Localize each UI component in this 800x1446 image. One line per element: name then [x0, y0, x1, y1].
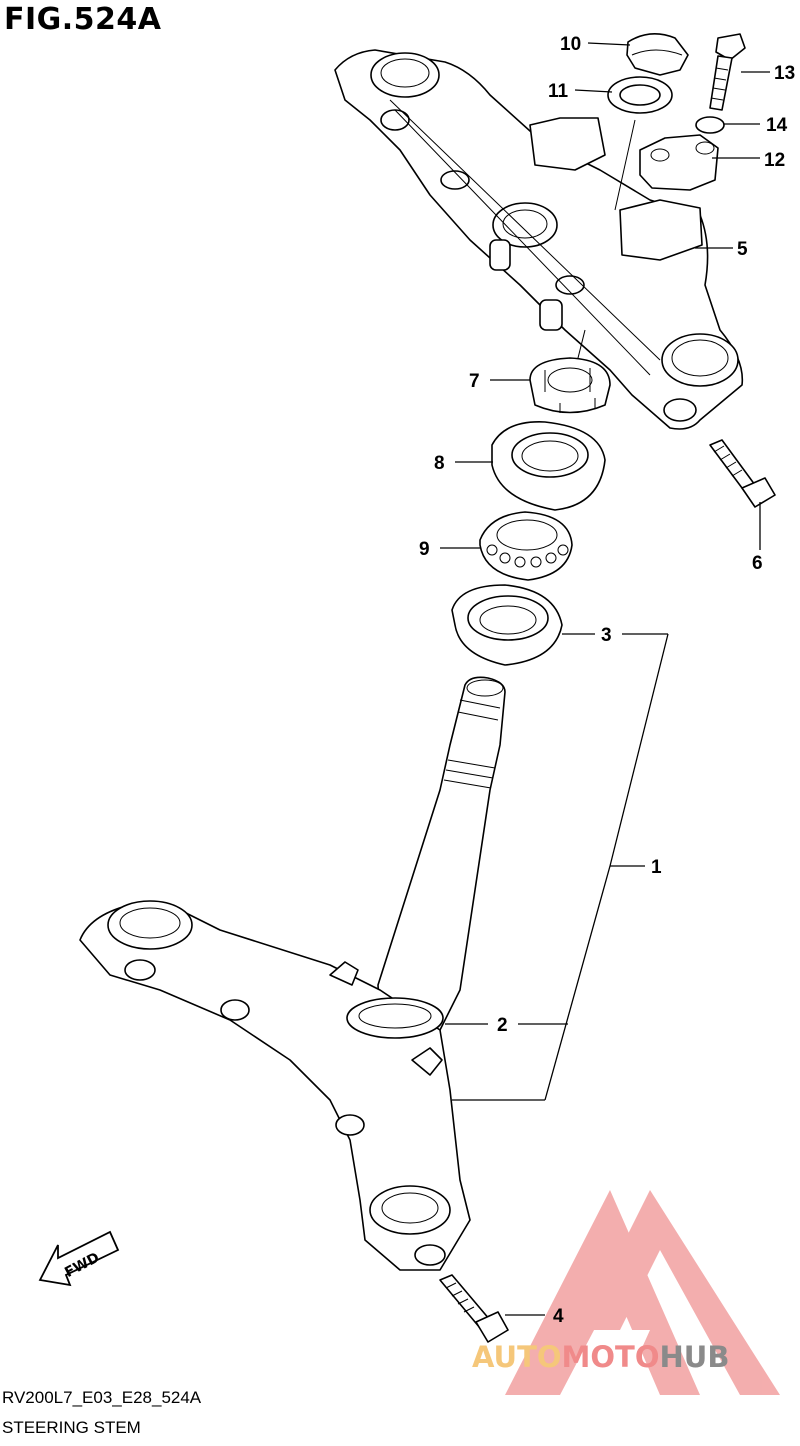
bolt-part-13 [709, 33, 746, 111]
bearing-race-part-3 [451, 584, 563, 666]
lock-washer-part-14 [695, 116, 725, 134]
watermark-text: AUTOMOTOHUB [472, 1340, 729, 1374]
callout-12: 12 [764, 150, 785, 171]
upper-bracket-part-5 [334, 49, 744, 430]
callout-labels: 10 11 13 14 12 5 7 8 9 6 3 1 2 4 [419, 34, 795, 1327]
watermark-moto: MOTO [562, 1340, 660, 1374]
fwd-arrow-icon: FWD [38, 1230, 120, 1287]
callout-9: 9 [419, 539, 430, 560]
steering-stem-part-1 [79, 676, 506, 1271]
callout-8: 8 [434, 453, 445, 474]
watermark-auto: AUTO [472, 1340, 562, 1374]
watermark-logo [505, 1190, 780, 1395]
callout-11: 11 [548, 81, 569, 102]
callout-4: 4 [553, 1306, 564, 1327]
figure-caption: STEERING STEM [2, 1418, 141, 1437]
cap-nut-part-10 [626, 33, 689, 76]
bolt-part-6 [709, 439, 776, 508]
bearing-part-9 [479, 511, 573, 581]
seal-part-2 [346, 997, 444, 1039]
figure-code: RV200L7_E03_E28_524A [2, 1388, 202, 1407]
steering-nut-part-7 [529, 357, 611, 414]
dust-seal-part-8 [491, 421, 606, 511]
watermark-hub: HUB [660, 1340, 730, 1374]
assembly-axis-line [614, 119, 636, 211]
washer-part-11 [607, 76, 673, 114]
callout-6: 6 [752, 553, 763, 574]
callout-7: 7 [469, 371, 480, 392]
clamp-part-12 [639, 134, 719, 191]
callout-1: 1 [651, 857, 662, 878]
callout-3: 3 [601, 625, 612, 646]
callout-14: 14 [766, 115, 788, 136]
callout-13: 13 [774, 63, 795, 84]
callout-2: 2 [497, 1015, 508, 1036]
leader-lines [440, 42, 770, 1316]
callout-5: 5 [737, 239, 748, 260]
callout-10: 10 [560, 34, 581, 55]
figure-title: FIG.524A [4, 2, 162, 37]
bolt-part-4 [439, 1274, 509, 1343]
